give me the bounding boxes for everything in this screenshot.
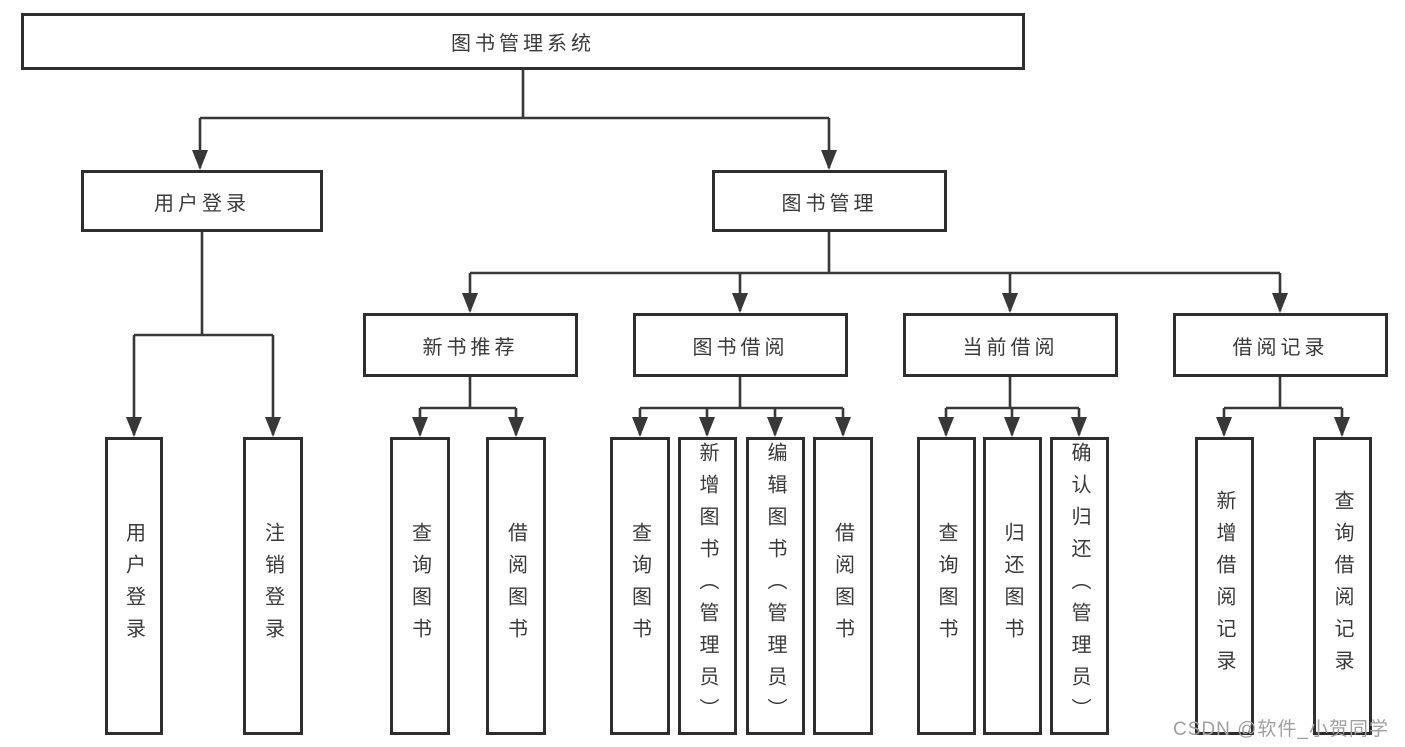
leaf-borrow-books-recommend: 借阅图书 (486, 437, 546, 735)
node-new-book-recommendation: 新书推荐 (363, 313, 578, 377)
node-user-login: 用户登录 (81, 170, 323, 232)
node-current-borrowing: 当前借阅 (903, 313, 1118, 377)
node-root: 图书管理系统 (21, 13, 1025, 70)
node-borrowing-records: 借阅记录 (1173, 313, 1388, 377)
leaf-query-books-borrowing: 查询图书 (610, 437, 670, 735)
leaf-query-books-current: 查询图书 (917, 437, 976, 735)
leaf-user-login: 用户登录 (105, 437, 163, 735)
leaf-edit-book-admin: 编辑图书（管理员） (746, 437, 805, 735)
node-book-borrowing: 图书借阅 (633, 313, 848, 377)
leaf-query-books-recommend: 查询图书 (390, 437, 450, 735)
node-book-management: 图书管理 (712, 170, 947, 232)
leaf-add-book-admin: 新增图书（管理员） (678, 437, 737, 735)
leaf-add-borrow-record: 新增借阅记录 (1195, 437, 1254, 735)
leaf-borrow-books-borrowing: 借阅图书 (813, 437, 873, 735)
leaf-query-borrow-record: 查询借阅记录 (1313, 437, 1372, 735)
leaf-confirm-return-admin: 确认归还（管理员） (1050, 437, 1109, 735)
leaf-logout: 注销登录 (243, 437, 303, 735)
leaf-return-books: 归还图书 (983, 437, 1042, 735)
csdn-watermark: CSDN @软件_小贺同学 (1173, 719, 1389, 740)
